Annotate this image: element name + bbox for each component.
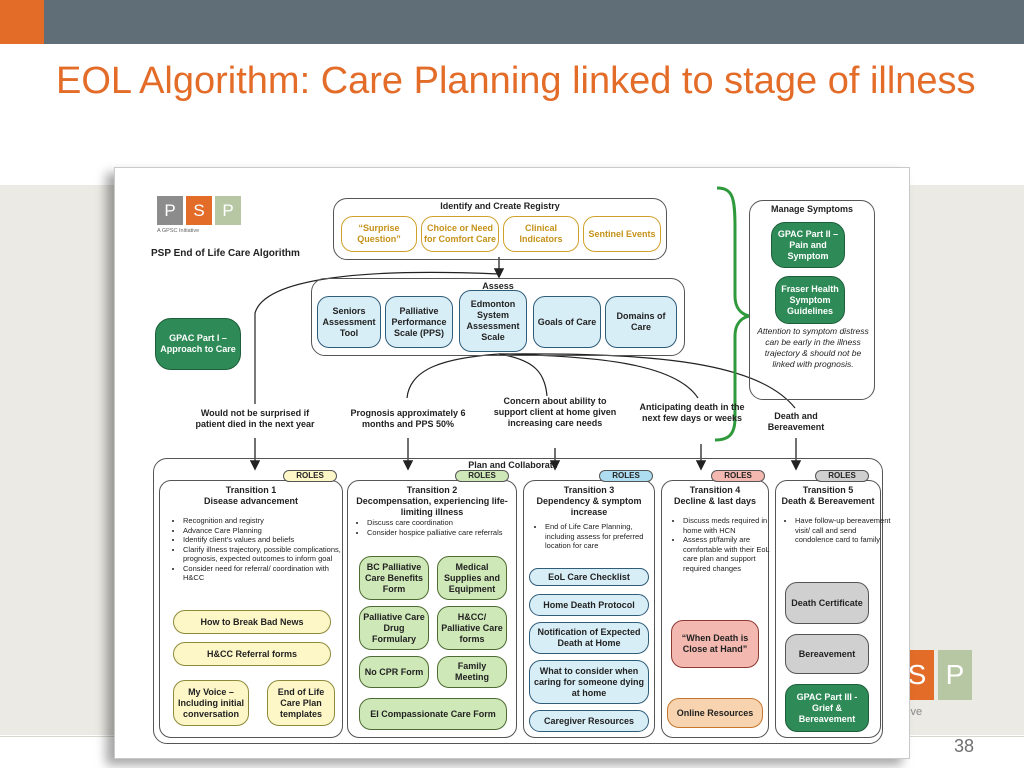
resource-box: EoL Care Checklist [529, 568, 649, 586]
bullet-item: Advance Care Planning [183, 526, 347, 536]
transition-2-bullets: Discuss care coordination Consider hospi… [355, 518, 523, 537]
bullet-item: Consider hospice palliative care referra… [367, 528, 523, 538]
assess-item: Seniors Assessment Tool [317, 296, 381, 348]
roles-badge: ROLES [815, 470, 869, 482]
curve-to-trigger-5 [498, 353, 796, 409]
bg-logo-tagline: ive [908, 706, 923, 718]
bullet-item: End of Life Care Planning, including ass… [545, 522, 663, 551]
transition-heading: Transition 1 Disease advancement [203, 485, 299, 506]
trigger-label: Concern about ability to support client … [493, 396, 617, 428]
resource-box: My Voice – Including initial conversatio… [173, 680, 249, 726]
resource-box: H&CC/ Palliative Care forms [437, 606, 507, 650]
assess-group [311, 278, 685, 356]
curve-to-trigger-2 [406, 353, 500, 399]
assess-item: Palliative Performance Scale (PPS) [385, 296, 453, 348]
assess-item: Goals of Care [533, 296, 601, 348]
manage-symptoms-group [749, 200, 875, 400]
resource-box: End of Life Care Plan templates [267, 680, 335, 726]
resource-box: Notification of Expected Death at Home [529, 622, 649, 654]
bullet-item: Assess pt/family are comfortable with th… [683, 535, 779, 573]
transition-2-column [347, 480, 517, 738]
resource-box: “When Death is Close at Hand” [671, 620, 759, 668]
resource-box: How to Break Bad News [173, 610, 331, 634]
slide-title: EOL Algorithm: Care Planning linked to s… [56, 60, 976, 102]
bullet-item: Discuss meds required in home with HCN [683, 516, 779, 535]
trigger-label: Would not be surprised if patient died i… [195, 408, 315, 429]
transition-heading: Transition 2 Decompensation, experiencin… [356, 485, 508, 517]
roles-badge: ROLES [599, 470, 653, 482]
resource-box: EI Compassionate Care Form [359, 698, 507, 730]
bullet-item: Consider need for referral/ coordination… [183, 564, 347, 583]
registry-item: “Surprise Question” [341, 216, 417, 252]
manage-symptoms-title: Manage Symptoms [770, 204, 854, 214]
logo-letter: P [215, 196, 241, 225]
bg-logo-letter: P [938, 650, 972, 700]
resource-box: GPAC Part III - Grief & Bereavement [785, 684, 869, 732]
resource-box: Online Resources [667, 698, 763, 728]
logo-subtitle: A GPSC Initiative [157, 228, 200, 234]
resource-box: Death Certificate [785, 582, 869, 624]
bullet-item: Have follow-up bereavement visit/ call a… [795, 516, 891, 545]
trigger-label: Prognosis approximately 6 months and PPS… [350, 408, 466, 429]
transition-4-bullets: Discuss meds required in home with HCN A… [671, 516, 779, 573]
gpac-part-1: GPAC Part I – Approach to Care [155, 318, 241, 370]
resource-box: Medical Supplies and Equipment [437, 556, 507, 600]
roles-badge: ROLES [283, 470, 337, 482]
assess-item: Domains of Care [605, 296, 677, 348]
bullet-item: Recognition and registry [183, 516, 347, 526]
roles-badge: ROLES [455, 470, 509, 482]
trigger-label: Death and Bereavement [767, 411, 825, 432]
orange-accent-square [0, 0, 44, 44]
transition-3-column [523, 480, 655, 738]
transition-1-column [159, 480, 343, 738]
registry-item: Clinical Indicators [503, 216, 579, 252]
bullet-item: Identify client's values and beliefs [183, 535, 347, 545]
transition-heading: Transition 5 Death & Bereavement [781, 485, 875, 506]
resource-box: Caregiver Resources [529, 710, 649, 732]
gpac-part-2: GPAC Part II – Pain and Symptom [771, 222, 845, 268]
bullet-item: Clarify illness trajectory, possible com… [183, 545, 347, 564]
resource-box: BC Palliative Care Benefits Form [359, 556, 429, 600]
transition-1-bullets: Recognition and registry Advance Care Pl… [171, 516, 347, 583]
logo-letter: P [157, 196, 183, 225]
transition-heading: Transition 4 Decline & last days [673, 485, 757, 506]
fraser-health-guidelines: Fraser Health Symptom Guidelines [775, 276, 845, 324]
plan-title: Plan and Collaborate [468, 460, 558, 470]
registry-title: Identify and Create Registry [440, 201, 560, 211]
trigger-label: Anticipating death in the next few days … [639, 402, 745, 423]
resource-box: What to consider when caring for someone… [529, 660, 649, 704]
logo-letter: S [186, 196, 212, 225]
assess-title: Assess [482, 281, 514, 291]
resource-box: Bereavement [785, 634, 869, 674]
top-bar [0, 0, 1024, 44]
resource-box: Palliative Care Drug Formulary [359, 606, 429, 650]
registry-group [333, 198, 667, 260]
transition-3-bullets: End of Life Care Planning, including ass… [533, 522, 663, 551]
symptom-note: Attention to symptom distress can be ear… [757, 326, 869, 369]
algorithm-diagram: P S P A GPSC Initiative PSP End of Life … [114, 167, 910, 759]
registry-item: Sentinel Events [583, 216, 661, 252]
assess-item: Edmonton System Assessment Scale [459, 290, 527, 352]
resource-box: Home Death Protocol [529, 594, 649, 616]
resource-box: No CPR Form [359, 656, 429, 688]
page-number: 38 [953, 736, 974, 756]
transition-5-bullets: Have follow-up bereavement visit/ call a… [783, 516, 891, 545]
bullet-item: Discuss care coordination [367, 518, 523, 528]
plan-collaborate-group [153, 458, 883, 744]
registry-item: Choice or Need for Comfort Care [421, 216, 499, 252]
roles-badge: ROLES [711, 470, 765, 482]
resource-box: Family Meeting [437, 656, 507, 688]
transition-heading: Transition 3 Dependency & symptom increa… [536, 485, 642, 517]
curve-to-trigger-3 [498, 353, 548, 397]
resource-box: H&CC Referral forms [173, 642, 331, 666]
algorithm-title: PSP End of Life Care Algorithm [151, 248, 300, 259]
